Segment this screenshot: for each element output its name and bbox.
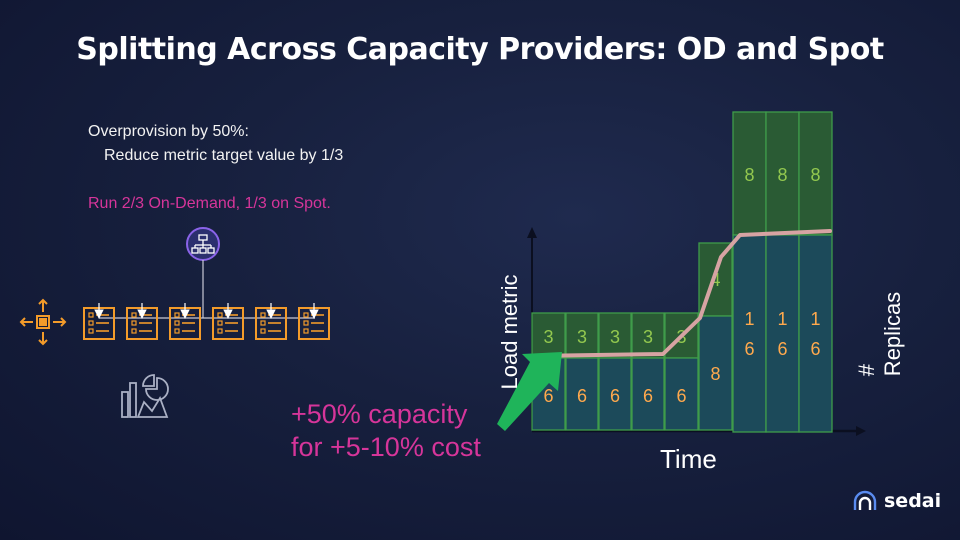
spot-count-label: 3 [543,327,553,347]
spot-count-label: 3 [643,327,653,347]
spot-segment [698,242,733,317]
on-demand-count-label: 1 [810,309,820,329]
sedai-logo-icon [853,490,877,510]
task-list-icon [83,303,115,340]
replica-column: 36 [664,312,699,431]
capacity-arrow [497,352,562,431]
on-demand-count-label: 6 [777,339,787,359]
task-list-icon [169,303,201,340]
spot-segment [598,312,632,359]
y-axis-label: Load metric [497,274,522,390]
analytics-icon [121,374,169,418]
on-demand-count-label: 1 [777,309,787,329]
task-list-icon [212,303,244,340]
spot-segment [732,111,767,236]
spot-segment [798,111,833,236]
on-demand-count-label: 6 [744,339,754,359]
on-demand-count-label: 6 [810,339,820,359]
callout-line-2: for +5-10% cost [291,432,481,462]
on-demand-count-label: 6 [577,386,587,406]
sedai-logo: sedai [852,490,941,512]
on-demand-segment [732,234,767,433]
task-list-icon [126,303,158,340]
replica-column: 8 1 6 [798,111,833,433]
spot-count-label: 3 [577,327,587,347]
task-list-icon [255,303,287,340]
replica-column: 36 [631,312,665,431]
on-demand-count-label: 6 [676,386,686,406]
on-demand-count-label: 6 [643,386,653,406]
on-demand-segment [664,357,699,431]
on-demand-segment [598,357,632,431]
sedai-logo-text: sedai [884,490,942,512]
task-list-group [83,303,330,340]
spot-segment [631,312,665,359]
spot-count-label: 8 [744,165,754,185]
spot-segment [565,312,599,359]
spot-split-note: Run 2/3 On-Demand, 1/3 on Spot. [88,195,331,212]
replica-column: 48 [698,242,733,431]
slide-title: Splitting Across Capacity Providers: OD … [76,32,884,67]
on-demand-segment [565,357,599,431]
x-axis-label: Time [660,444,717,474]
overprovision-note: Overprovision by 50%: [88,123,249,140]
replica-column: 8 1 6 [765,111,800,433]
spot-count-label: 4 [710,270,720,290]
spot-count-label: 3 [610,327,620,347]
replicas-axis-label: # Replicas [854,291,905,377]
hierarchy-icon [186,227,220,261]
on-demand-count-label: 8 [710,364,720,384]
architecture-diagram [19,227,330,418]
on-demand-segment [798,234,833,433]
target-note: Reduce metric target value by 1/3 [104,147,344,164]
replica-column: 36 [598,312,632,431]
replica-column: 36 [565,312,599,431]
on-demand-segment [765,234,800,433]
on-demand-count-label: 6 [610,386,620,406]
spot-count-label: 8 [810,165,820,185]
on-demand-count-label: 1 [744,309,754,329]
callout-line-1: +50% capacity [291,399,468,429]
load-metric-line [530,229,832,358]
spot-count-label: 8 [777,165,787,185]
replica-column: 8 1 6 [732,111,767,433]
x-axis-arrowhead [856,426,866,436]
capacity-cost-callout: +50% capacity for +5-10% cost [291,398,481,464]
on-demand-count-label: 6 [543,386,553,406]
on-demand-segment [631,357,665,431]
task-list-icon [298,303,330,340]
y-axis-arrowhead [527,227,537,238]
spot-segment [531,312,566,359]
spot-segment [664,312,699,359]
scale-arrows-icon [19,298,67,346]
on-demand-segment [698,315,733,431]
